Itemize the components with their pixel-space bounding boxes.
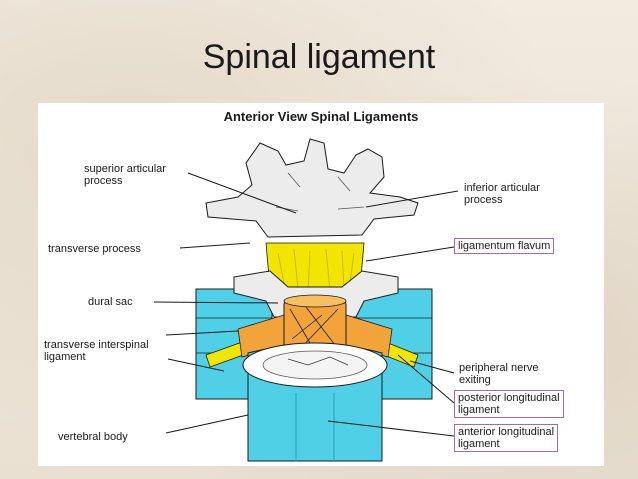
label-transverse-process: transverse process bbox=[48, 243, 141, 255]
label-inferior-articular-process: inferior articular process bbox=[464, 182, 540, 206]
leader-lines bbox=[153, 172, 459, 437]
label-peripheral-nerve-exiting: peripheral nerve exiting bbox=[459, 362, 539, 386]
label-superior-articular-process: superior articular process bbox=[84, 163, 166, 187]
label-posterior-longitudinal-ligament: posterior longitudinal ligament bbox=[454, 390, 564, 418]
label-dural-sac: dural sac bbox=[88, 296, 133, 308]
spine-illustration bbox=[153, 138, 459, 462]
middle-vertebra bbox=[233, 270, 399, 318]
diagram-panel: Anterior View Spinal Ligaments superior … bbox=[38, 103, 604, 466]
label-transverse-interspinal-ligament: transverse interspinal ligament bbox=[44, 339, 149, 363]
upper-vertebra bbox=[205, 138, 419, 238]
label-vertebral-body: vertebral body bbox=[58, 431, 128, 443]
diagram-title: Anterior View Spinal Ligaments bbox=[223, 109, 419, 124]
label-ligamentum-flavum: ligamentum flavum bbox=[454, 238, 555, 254]
label-anterior-longitudinal-ligament: anterior longitudinal ligament bbox=[454, 424, 559, 452]
slide-title: Spinal ligament bbox=[202, 38, 436, 76]
